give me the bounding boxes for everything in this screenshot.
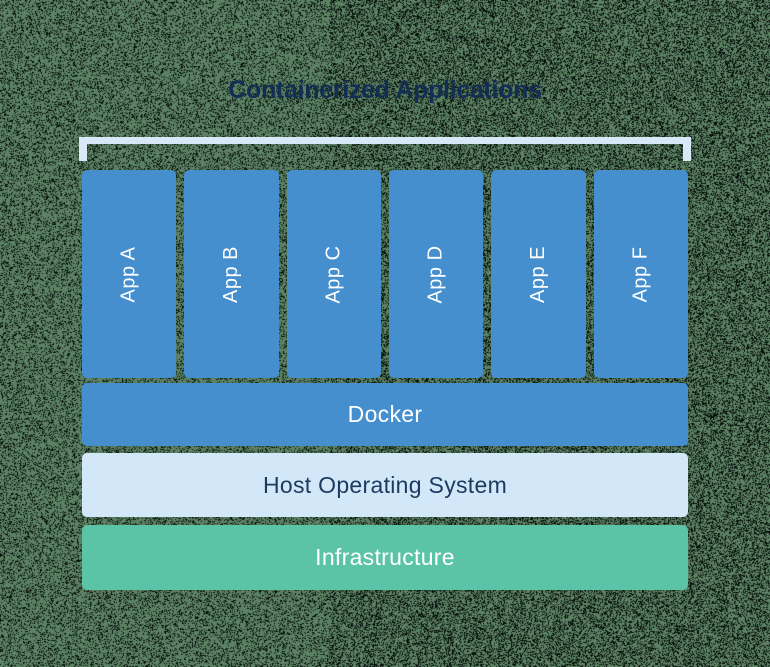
host-os-layer: Host Operating System <box>82 453 688 517</box>
app-label: App F <box>629 246 652 302</box>
app-label: App C <box>322 245 345 303</box>
infrastructure-layer: Infrastructure <box>82 525 688 590</box>
containerized-apps-bracket <box>79 137 691 161</box>
app-columns: App A App B App C App D App E App F <box>82 170 688 378</box>
app-column-c: App C <box>287 170 381 378</box>
app-column-e: App E <box>491 170 585 378</box>
docker-label: Docker <box>348 401 423 428</box>
app-label: App A <box>118 246 141 302</box>
app-column-d: App D <box>389 170 483 378</box>
app-column-b: App B <box>184 170 278 378</box>
app-label: App D <box>425 245 448 303</box>
host-os-label: Host Operating System <box>263 472 507 499</box>
app-column-f: App F <box>594 170 688 378</box>
docker-layer: Docker <box>82 383 688 446</box>
diagram-title: Containerized Applications <box>0 76 770 105</box>
app-label: App E <box>527 246 550 303</box>
infrastructure-label: Infrastructure <box>315 544 455 571</box>
app-label: App B <box>220 246 243 303</box>
app-column-a: App A <box>82 170 176 378</box>
